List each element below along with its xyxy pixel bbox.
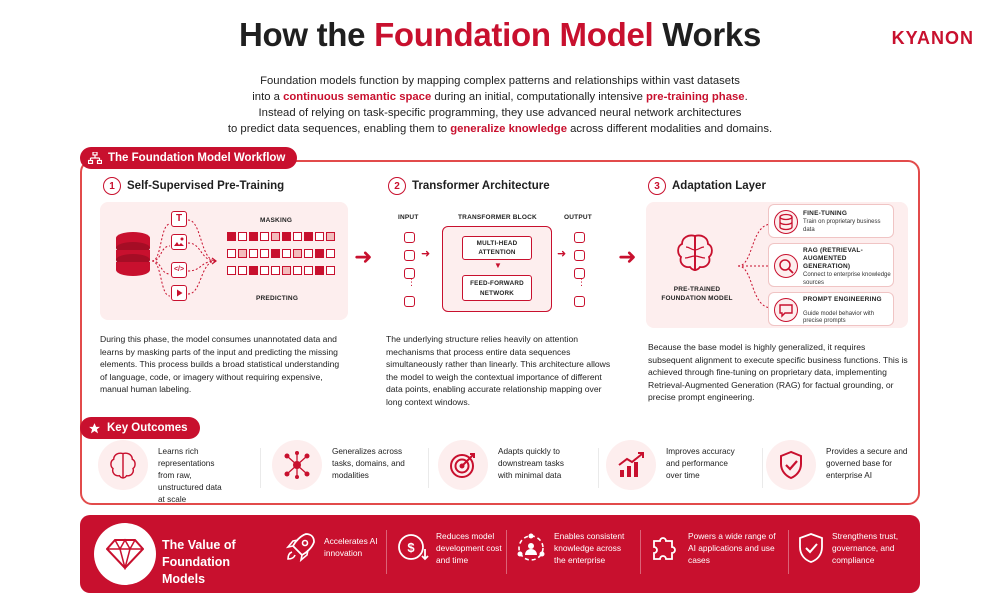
divider (260, 448, 261, 488)
code-icon: </> (171, 262, 187, 278)
divider (428, 448, 429, 488)
video-icon (171, 285, 187, 301)
pretraining-diagram: T </> MASKING PREDICTING (100, 202, 348, 320)
option-subtitle: Connect to enterprise knowledge sources (803, 272, 891, 286)
divider (386, 530, 387, 574)
divider (506, 530, 507, 574)
value-item: Accelerates AI innovation (284, 530, 394, 564)
step-number: 1 (103, 177, 121, 195)
arrow-down-icon: ▼ (494, 261, 502, 270)
option-prompt-engineering: PROMPT ENGINEERING Guide model behavior … (768, 292, 894, 326)
divider (598, 448, 599, 488)
option-title: RAG (RETRIEVAL-AUGMENTED GENERATION) (803, 247, 863, 270)
puzzle-icon (653, 537, 676, 560)
value-item: $ Reduces model development cost and tim… (396, 530, 512, 566)
brand-logo: KYANON (891, 28, 974, 48)
rocket-icon (285, 533, 315, 563)
value-item: Enables consistent knowledge across the … (514, 530, 634, 566)
option-subtitle: Guide model behavior with precise prompt… (803, 311, 875, 324)
fan-out-lines (152, 223, 171, 297)
outcome-item: Generalizes across tasks, domains, and m… (272, 440, 422, 498)
divider (788, 530, 789, 574)
divider (640, 530, 641, 574)
option-rag: RAG (RETRIEVAL-AUGMENTED GENERATION) Con… (768, 243, 894, 287)
image-icon (171, 234, 187, 250)
hierarchy-icon (88, 152, 102, 164)
arrow-right-icon: ➜ (421, 248, 431, 260)
arrow-right-icon: ➜ (354, 244, 373, 269)
brain-icon (110, 452, 136, 479)
workflow-label: The Foundation Model Workflow (80, 147, 298, 169)
svg-text:$: $ (407, 540, 415, 555)
step-title: Transformer Architecture (412, 180, 550, 192)
brain-icon (677, 234, 713, 271)
step-number: 2 (388, 177, 406, 195)
page-title: How the Foundation Model Works (238, 16, 762, 53)
adaptation-description: Because the base model is highly general… (648, 342, 908, 402)
step-pretraining: 1 Self-Supervised Pre-Training (103, 177, 284, 195)
attention-box: MULTI-HEAD ATTENTION (462, 236, 532, 260)
input-label: INPUT (398, 214, 419, 221)
text-icon: T (171, 211, 187, 227)
outcome-item: Improves accuracy and performance over t… (606, 440, 756, 498)
arrow-right-icon: ➜ (557, 248, 567, 260)
step-title: Adaptation Layer (672, 180, 766, 192)
outcome-item: Learns rich representations from raw, un… (98, 440, 258, 504)
adaptation-diagram: PRE-TRAINED FOUNDATION MODEL FINE-TUNING… (646, 202, 908, 328)
step-transformer: 2 Transformer Architecture (388, 177, 550, 195)
people-icon (517, 533, 545, 561)
divider (762, 448, 763, 488)
output-label: OUTPUT (564, 214, 592, 221)
shield-icon (799, 533, 823, 563)
step-adaptation: 3 Adaptation Layer (648, 177, 766, 195)
pretrained-model-label: PRE-TRAINED FOUNDATION MODEL (661, 286, 733, 302)
value-title: The Value of Foundation Models (162, 538, 236, 586)
arrow-right-icon: ➜ (618, 244, 637, 269)
value-item: Powers a wide range of AI applications a… (648, 530, 780, 566)
diamond-icon (106, 538, 144, 570)
network-icon (284, 451, 310, 479)
feed-forward-box: FEED-FORWARD NETWORK (462, 275, 532, 301)
option-subtitle: Train on proprietary business data (803, 219, 881, 233)
outcome-item: Provides a secure and governed base for … (766, 440, 916, 498)
target-icon (450, 453, 475, 478)
branch-lines (738, 223, 773, 309)
intro-paragraph: Foundation models function by mapping co… (227, 75, 773, 135)
option-fine-tuning: FINE-TUNING Train on proprietary busines… (768, 204, 894, 238)
outcome-item: Adapts quickly to downstream tasks with … (438, 440, 588, 498)
diamond-badge (94, 523, 156, 585)
growth-chart-icon (618, 452, 644, 477)
predicting-label: PREDICTING (256, 295, 299, 302)
star-icon (89, 422, 100, 433)
chat-bubble-icon (779, 304, 793, 318)
step-title: Self-Supervised Pre-Training (127, 180, 285, 192)
pretraining-description: During this phase, the model consumes un… (100, 334, 340, 394)
option-title: FINE-TUNING (803, 210, 848, 217)
transformer-diagram: INPUT TRANSFORMER BLOCK OUTPUT ⋮ ➜ MULTI… (386, 202, 608, 320)
transformer-description: The underlying structure relies heavily … (386, 334, 611, 407)
database-icon (779, 213, 793, 231)
masking-label: MASKING (260, 217, 293, 224)
database-icon (116, 232, 150, 276)
cost-icon: $ (398, 534, 429, 561)
value-item: Strengthens trust, governance, and compl… (796, 530, 912, 566)
value-banner (80, 515, 920, 593)
shield-check-icon (780, 450, 802, 480)
fan-in-lines (188, 219, 217, 295)
outcomes-label: Key Outcomes (80, 417, 200, 439)
transformer-block-label: TRANSFORMER BLOCK (458, 214, 537, 221)
search-icon (779, 259, 794, 274)
token-grid (227, 230, 339, 280)
option-title: PROMPT ENGINEERING (803, 296, 882, 303)
step-number: 3 (648, 177, 666, 195)
